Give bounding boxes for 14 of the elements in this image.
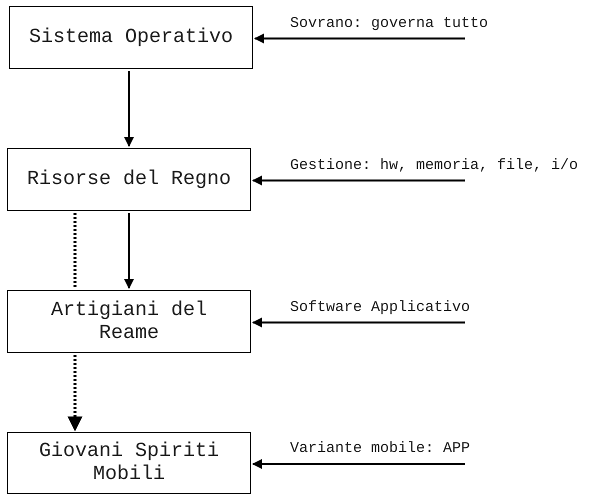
edge-label: Sovrano: governa tutto [290,14,488,32]
edge-label: Gestione: hw, memoria, file, i/o [290,156,578,174]
arrow [252,459,465,469]
edge-label: Software Applicativo [290,298,470,316]
arrow [252,318,465,328]
process-box: Artigiani del Reame [7,290,251,353]
arrow [124,213,134,289]
process-box: Giovani Spiriti Mobili [7,432,251,494]
arrow [252,176,465,186]
arrow [254,34,465,44]
arrow [124,71,134,147]
process-box: Risorse del Regno [7,148,251,211]
arrow [68,355,82,432]
process-box: Sistema Operativo [9,6,253,69]
